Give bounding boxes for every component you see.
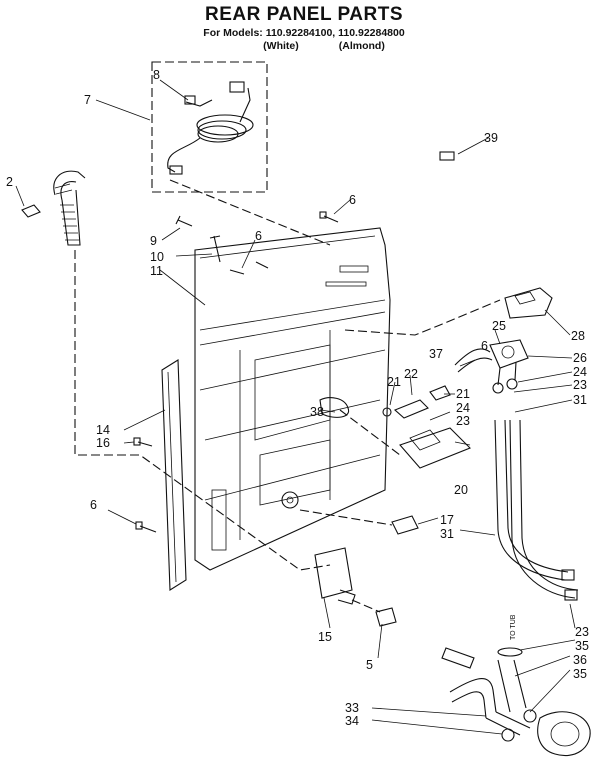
water-valve bbox=[489, 339, 529, 394]
switch-routing-line bbox=[339, 409, 401, 456]
callout-36: 36 bbox=[573, 653, 587, 667]
callout-22: 22 bbox=[404, 367, 418, 381]
callout-23a: 23 bbox=[573, 378, 587, 392]
cord-routing-line bbox=[169, 179, 331, 246]
screw-6d bbox=[135, 521, 157, 533]
pump-coupling-line bbox=[351, 599, 381, 613]
callout-37: 37 bbox=[429, 347, 443, 361]
callout-10: 10 bbox=[150, 250, 164, 264]
callout-28: 28 bbox=[571, 329, 585, 343]
callout-31a: 31 bbox=[573, 393, 587, 407]
callout-9: 9 bbox=[150, 234, 157, 248]
color-white: (White) bbox=[263, 40, 299, 52]
screw-6a bbox=[319, 211, 339, 223]
part-17 bbox=[391, 515, 419, 535]
pump-routing-line bbox=[299, 509, 393, 526]
bracket-28 bbox=[504, 287, 553, 319]
callout-11: 11 bbox=[150, 264, 163, 278]
callout-20: 20 bbox=[454, 483, 468, 497]
callout-34: 34 bbox=[345, 714, 359, 728]
callout-6c: 6 bbox=[481, 339, 488, 353]
screw-16 bbox=[133, 437, 153, 447]
hose-routing-line bbox=[74, 250, 331, 571]
callout-2: 2 bbox=[6, 175, 13, 189]
callout-6d: 6 bbox=[90, 498, 97, 512]
power-cord-assembly bbox=[151, 61, 268, 193]
to-tub-label: TO TUB bbox=[510, 614, 517, 640]
rear-panel bbox=[194, 227, 391, 571]
model-colors: (White) (Almond) bbox=[0, 40, 608, 52]
callout-5: 5 bbox=[366, 658, 373, 672]
model-numbers: For Models: 110.92284100, 110.92284800 bbox=[203, 27, 405, 39]
callout-6a: 6 bbox=[349, 193, 356, 207]
callout-35a: 35 bbox=[575, 639, 589, 653]
callout-39: 39 bbox=[484, 131, 498, 145]
screw-10 bbox=[209, 235, 221, 263]
callout-16: 16 bbox=[96, 436, 110, 450]
clip-39 bbox=[439, 151, 455, 161]
callout-31b: 31 bbox=[440, 527, 454, 541]
coupling-5 bbox=[375, 607, 397, 627]
callout-7: 7 bbox=[84, 93, 91, 107]
callout-8: 8 bbox=[153, 68, 160, 82]
callout-24b: 24 bbox=[456, 401, 470, 415]
callout-26: 26 bbox=[573, 351, 587, 365]
callout-33: 33 bbox=[345, 701, 359, 715]
screw-9 bbox=[175, 215, 193, 227]
fittings-21-22 bbox=[382, 385, 451, 419]
page-title: REAR PANEL PARTS bbox=[204, 4, 404, 25]
drain-pipe bbox=[441, 647, 475, 669]
callout-14: 14 bbox=[96, 423, 110, 437]
callout-35b: 35 bbox=[573, 667, 587, 681]
fill-hoses-31 bbox=[494, 419, 579, 601]
leader-lines bbox=[15, 79, 576, 735]
callout-15: 15 bbox=[318, 630, 332, 644]
side-rail bbox=[161, 359, 187, 591]
callout-23b: 23 bbox=[456, 414, 470, 428]
callout-23c: 23 bbox=[575, 625, 589, 639]
callout-25: 25 bbox=[492, 319, 506, 333]
callout-24a: 24 bbox=[573, 365, 587, 379]
drain-hoses-33-36 bbox=[449, 647, 591, 756]
hose-clamp-2 bbox=[21, 204, 41, 218]
screw-6b bbox=[229, 261, 269, 275]
valve-hose-37 bbox=[454, 348, 493, 373]
callout-38: 38 bbox=[310, 405, 324, 419]
drain-hose bbox=[53, 170, 86, 246]
drain-pump-15 bbox=[314, 547, 356, 605]
pressure-switch-20 bbox=[399, 427, 471, 469]
callout-21a: 21 bbox=[387, 375, 401, 389]
callout-17: 17 bbox=[440, 513, 454, 527]
callout-6b: 6 bbox=[255, 229, 262, 243]
callout-21b: 21 bbox=[456, 387, 470, 401]
color-almond: (Almond) bbox=[338, 40, 385, 52]
callout-numbers: 8 7 2 9 10 11 6 6 39 28 25 6 26 24 23 31… bbox=[6, 68, 589, 728]
bracket-routing-line bbox=[344, 299, 501, 336]
